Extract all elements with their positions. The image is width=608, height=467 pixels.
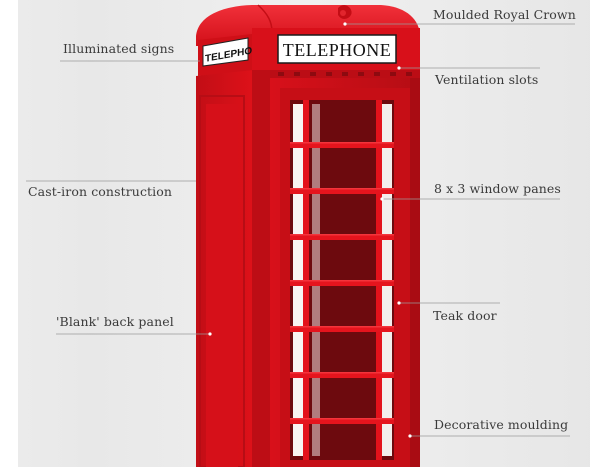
front-sign-panel xyxy=(277,34,397,64)
label-illuminated-signs: Illuminated signs xyxy=(63,41,175,56)
ventilation-strip xyxy=(252,70,420,78)
leader-lines xyxy=(26,23,575,437)
right-margin xyxy=(590,0,608,467)
label-moulded-royal-crown: Moulded Royal Crown xyxy=(433,7,576,22)
leader-points xyxy=(208,22,412,438)
glazing-bars xyxy=(290,142,394,424)
front-sign-text: TELEPHONE xyxy=(283,40,391,60)
glazing-bar-highlights xyxy=(290,142,394,420)
crown-boss xyxy=(340,10,346,16)
label-ventilation-slots: Ventilation slots xyxy=(435,72,539,87)
corner-post xyxy=(252,70,270,467)
label-decorative-moulding: Decorative moulding xyxy=(434,417,569,432)
label-teak-door: Teak door xyxy=(433,308,497,323)
label-blank-back-panel: 'Blank' back panel xyxy=(56,314,174,329)
label-window-panes: 8 x 3 window panes xyxy=(434,181,561,196)
left-margin xyxy=(0,0,18,467)
back-panel-inner xyxy=(206,104,238,467)
back-panel-frame xyxy=(199,95,245,467)
side-sign-panel xyxy=(202,37,249,67)
label-cast-iron-construction: Cast-iron construction xyxy=(28,184,173,199)
right-moulding xyxy=(410,78,420,467)
